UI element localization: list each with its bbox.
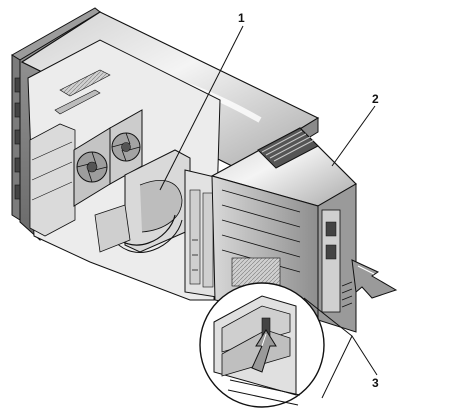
callout-2-leader xyxy=(331,105,376,167)
callout-leaders xyxy=(159,25,378,376)
removable-side-panel xyxy=(210,127,357,333)
callout-label-2: 2 xyxy=(372,92,379,106)
callout-3-leader xyxy=(351,335,378,376)
callout-label-3: 3 xyxy=(372,376,379,390)
arrow-icon xyxy=(251,329,277,373)
arrow-icon xyxy=(351,259,398,299)
air-shroud xyxy=(94,149,191,253)
cooling-fans xyxy=(73,109,143,207)
callout-label-1: 1 xyxy=(238,11,245,25)
callout-1-leader xyxy=(159,25,244,191)
